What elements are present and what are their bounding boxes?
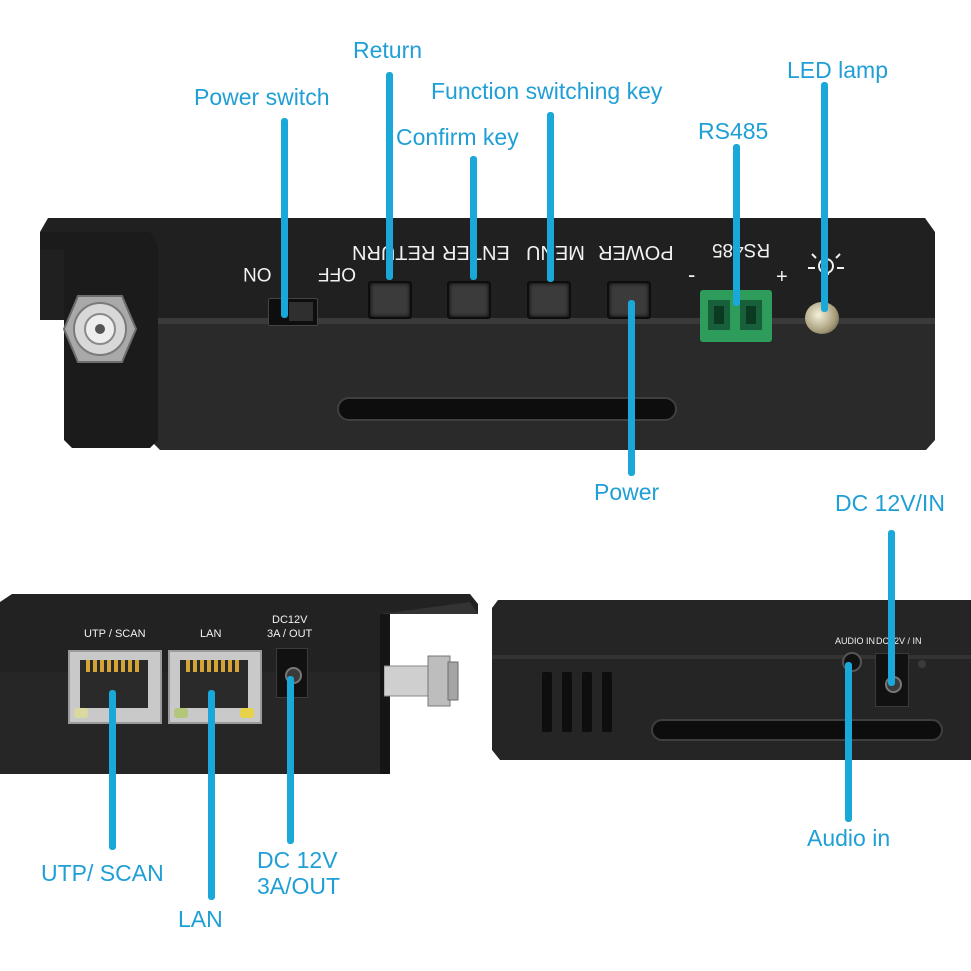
label-minus: - [688, 262, 696, 287]
leader-power-switch [281, 118, 288, 318]
label-3a-out: 3A / OUT [267, 628, 313, 640]
label-return: RETURN [352, 241, 436, 263]
bnc-connector [62, 295, 138, 363]
callout-dc-in: DC 12V/IN [835, 490, 945, 516]
lan-port[interactable] [168, 650, 262, 724]
menu-key[interactable] [527, 281, 571, 319]
return-key[interactable] [368, 281, 412, 319]
leader-rs485 [733, 144, 740, 306]
label-lan: LAN [200, 628, 222, 640]
enter-key[interactable] [447, 281, 491, 319]
callout-confirm-key: Confirm key [396, 124, 519, 150]
label-utp-scan: UTP / SCAN [84, 628, 146, 640]
label-off: OFF [318, 263, 356, 284]
lan-led-yellow [240, 708, 254, 718]
leader-dc-out [287, 676, 294, 844]
leader-return [386, 72, 393, 280]
leader-led-lamp [821, 82, 828, 312]
label-rs485: RS485 [712, 239, 771, 260]
rs485-terminal-block[interactable] [700, 290, 772, 342]
callout-led-lamp: LED lamp [787, 57, 888, 83]
leader-function-key [547, 112, 554, 282]
indicator-dot [918, 660, 926, 668]
bnc-connector-side [384, 655, 459, 707]
lan-led-green [174, 708, 188, 718]
callout-utp-scan: UTP/ SCAN [41, 860, 164, 886]
leader-power [628, 300, 635, 476]
label-power: POWER [598, 241, 674, 263]
leader-dc-in [888, 530, 895, 686]
label-dc12v: DC12V [272, 614, 308, 626]
label-dc-in: DC12V / IN [876, 636, 922, 646]
callout-dc-out-2: 3A/OUT [257, 873, 341, 899]
callout-function-switching-key: Function switching key [431, 78, 663, 104]
label-audio-in: AUDIO IN [835, 636, 876, 646]
callout-audio-in: Audio in [807, 825, 891, 851]
label-on: ON [243, 263, 272, 284]
callout-power-switch: Power switch [194, 84, 330, 110]
leader-utp-scan [109, 690, 116, 850]
leader-audio-in [845, 662, 852, 822]
callout-return: Return [353, 37, 423, 63]
power-slide-switch[interactable] [268, 298, 318, 326]
leader-lan [208, 690, 215, 900]
label-menu: MENU [526, 241, 585, 263]
callout-dc-out-1: DC 12V [257, 847, 338, 873]
label-plus: + [776, 266, 788, 288]
callout-rs485: RS485 [698, 118, 769, 144]
switch-knob[interactable] [289, 302, 313, 321]
leader-confirm-key [470, 156, 477, 280]
callout-lan: LAN [178, 906, 223, 932]
callout-power: Power [594, 479, 660, 505]
